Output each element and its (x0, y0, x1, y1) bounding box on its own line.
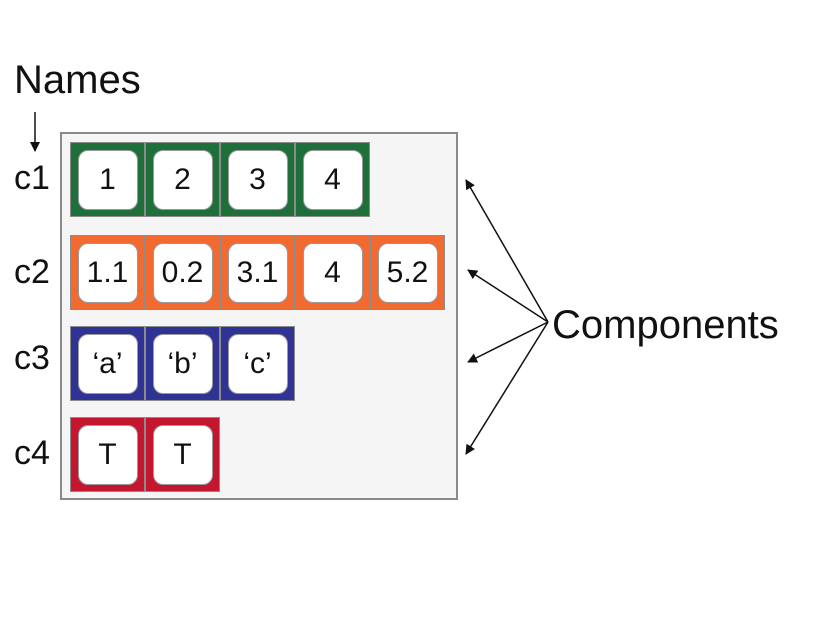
cell: 1.1 (70, 235, 145, 310)
cell: 3 (220, 142, 295, 217)
component-arrow-c2 (467, 269, 549, 323)
value-box: ‘b’ (152, 333, 213, 394)
component-c4: T T (70, 417, 220, 492)
cell: T (145, 417, 220, 492)
row-label-c2: c2 (14, 253, 50, 291)
component-arrow-c3 (467, 321, 549, 363)
value-box: T (152, 424, 213, 485)
row-label-c1: c1 (14, 159, 50, 197)
cell: 2 (145, 142, 220, 217)
component-c2: 1.1 0.2 3.1 4 5.2 (70, 235, 445, 310)
cell: ‘c’ (220, 326, 295, 401)
value-box: ‘c’ (227, 333, 288, 394)
value-box: 1 (77, 149, 138, 210)
component-arrow-c4 (465, 321, 549, 455)
value-box: 4 (302, 242, 363, 303)
value-box: 2 (152, 149, 213, 210)
component-arrow-c1 (465, 179, 549, 323)
value-box: 4 (302, 149, 363, 210)
cell: 4 (295, 142, 370, 217)
cell: ‘b’ (145, 326, 220, 401)
value-box: ‘a’ (77, 333, 138, 394)
cell: ‘a’ (70, 326, 145, 401)
value-box: 3.1 (227, 242, 288, 303)
cell: 4 (295, 235, 370, 310)
component-c1: 1 2 3 4 (70, 142, 370, 217)
row-label-c3: c3 (14, 339, 50, 377)
component-c3: ‘a’ ‘b’ ‘c’ (70, 326, 295, 401)
cell: 0.2 (145, 235, 220, 310)
cell: 1 (70, 142, 145, 217)
value-box: 1.1 (77, 242, 138, 303)
row-label-c4: c4 (14, 434, 50, 472)
value-box: 5.2 (377, 242, 438, 303)
value-box: 3 (227, 149, 288, 210)
components-heading: Components (552, 303, 779, 347)
names-heading: Names (14, 58, 141, 102)
cell: T (70, 417, 145, 492)
value-box: T (77, 424, 138, 485)
cell: 5.2 (370, 235, 445, 310)
cell: 3.1 (220, 235, 295, 310)
value-box: 0.2 (152, 242, 213, 303)
